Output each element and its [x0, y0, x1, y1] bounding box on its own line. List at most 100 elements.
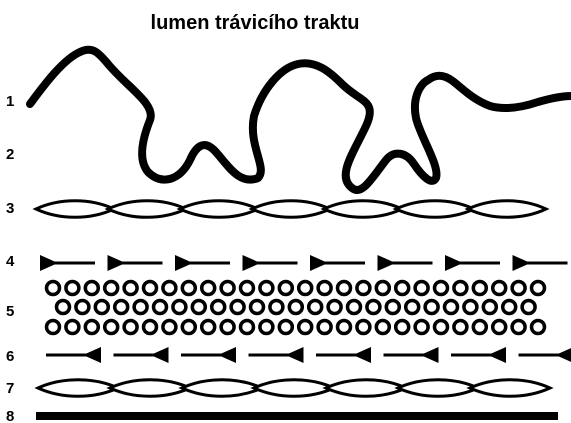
spindle-cell	[326, 380, 406, 397]
ring-cell	[415, 282, 428, 295]
ring-cell	[454, 321, 467, 334]
arrow-head	[445, 255, 463, 271]
arrow-head	[310, 255, 328, 271]
ring-cell	[66, 321, 79, 334]
ring-cell	[299, 321, 312, 334]
ring-cell	[435, 282, 448, 295]
ring-cell	[464, 301, 477, 314]
ring-cell	[318, 321, 331, 334]
ring-cell	[260, 282, 273, 295]
ring-cell	[144, 321, 157, 334]
ring-cell	[115, 301, 128, 314]
arrow-head	[108, 255, 126, 271]
arrow-row-6	[46, 347, 571, 363]
ring-cell	[221, 321, 234, 334]
ring-cell	[124, 282, 137, 295]
ring-cell	[512, 282, 525, 295]
ring-cell	[512, 321, 525, 334]
ring-cell	[493, 321, 506, 334]
ring-cell	[221, 282, 234, 295]
spindle-cell	[108, 201, 186, 218]
ring-cell	[493, 282, 506, 295]
ring-cell	[251, 301, 264, 314]
arrow-head	[286, 347, 304, 363]
arrow-head	[151, 347, 169, 363]
mucosa-fold-line	[30, 50, 571, 190]
ring-cell	[357, 282, 370, 295]
layer-number-5: 5	[6, 303, 14, 320]
spindle-cell	[468, 201, 546, 218]
ring-cell	[124, 321, 137, 334]
spindle-cell	[180, 201, 258, 218]
ring-cell	[299, 282, 312, 295]
layer-number-3: 3	[6, 200, 14, 217]
layer-number-6: 6	[6, 348, 14, 365]
arrow-head	[421, 347, 439, 363]
ring-cell	[376, 321, 389, 334]
ring-cell	[376, 282, 389, 295]
ring-cell	[76, 301, 89, 314]
layer-number-2: 2	[6, 146, 14, 163]
spindle-cell	[38, 380, 118, 397]
ring-cell	[348, 301, 361, 314]
arrow-head	[40, 255, 58, 271]
ring-cell	[522, 301, 535, 314]
arrow-head	[243, 255, 261, 271]
ring-cell	[202, 321, 215, 334]
ring-cell	[338, 321, 351, 334]
spindle-cell-row-7	[38, 380, 550, 397]
layer-number-7: 7	[6, 380, 14, 397]
ring-cell	[57, 301, 70, 314]
ring-cell	[386, 301, 399, 314]
ring-cell	[328, 301, 341, 314]
ring-cell	[318, 282, 331, 295]
ring-cell	[47, 321, 60, 334]
ring-cell	[396, 282, 409, 295]
arrow-head	[513, 255, 531, 271]
ring-cell	[260, 321, 273, 334]
ring-cell	[367, 301, 380, 314]
diagram-title: lumen trávicího traktu	[151, 12, 360, 34]
ring-cell	[483, 301, 496, 314]
ring-cell	[503, 301, 516, 314]
ring-cell	[47, 282, 60, 295]
ring-cell	[396, 321, 409, 334]
ring-cell	[473, 321, 486, 334]
ring-cell	[134, 301, 147, 314]
ring-cell	[270, 301, 283, 314]
ring-cell	[231, 301, 244, 314]
spindle-cell	[36, 201, 114, 218]
ring-cell	[445, 301, 458, 314]
spindle-cell-row-3	[36, 201, 546, 218]
ring-cell-grid-5	[47, 282, 545, 334]
ring-cell	[105, 321, 118, 334]
ring-cell	[202, 282, 215, 295]
arrow-head	[488, 347, 506, 363]
ring-cell	[454, 282, 467, 295]
arrow-head	[378, 255, 396, 271]
spindle-cell	[252, 201, 330, 218]
ring-cell	[241, 282, 254, 295]
ring-cell	[473, 282, 486, 295]
ring-cell	[532, 321, 545, 334]
spindle-cell	[254, 380, 334, 397]
layer-number-8: 8	[6, 408, 14, 423]
ring-cell	[289, 301, 302, 314]
arrow-head	[218, 347, 236, 363]
ring-cell	[173, 301, 186, 314]
ring-cell	[532, 282, 545, 295]
ring-cell	[85, 321, 98, 334]
ring-cell	[192, 301, 205, 314]
ring-cell	[338, 282, 351, 295]
ring-cell	[406, 301, 419, 314]
spindle-cell	[182, 380, 262, 397]
arrow-head	[83, 347, 101, 363]
serosa-band-8	[36, 412, 558, 420]
arrow-row-4	[40, 255, 568, 271]
ring-cell	[415, 321, 428, 334]
ring-cell	[425, 301, 438, 314]
ring-cell	[182, 321, 195, 334]
arrow-head	[175, 255, 193, 271]
layer-number-1: 1	[6, 93, 14, 110]
ring-cell	[154, 301, 167, 314]
